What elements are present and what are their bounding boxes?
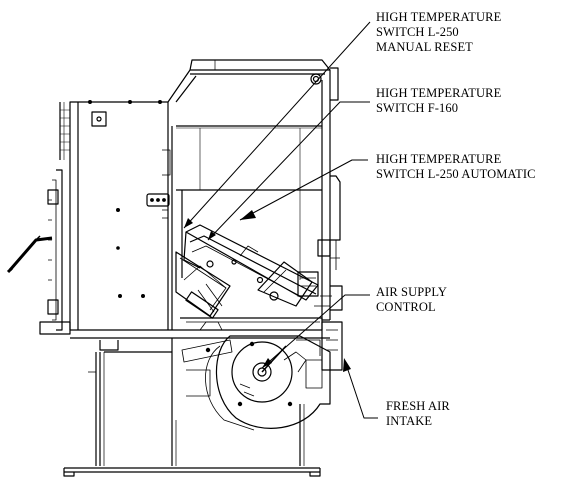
callout-line: SWITCH L-250 AUTOMATIC <box>376 167 536 181</box>
callout-line: SWITCH F-160 <box>376 101 459 115</box>
burn-pot-assembly <box>175 175 343 319</box>
combustion-blower <box>70 317 343 431</box>
callout-line: HIGH TEMPERATURE <box>376 10 502 24</box>
callout-leaders <box>183 21 378 419</box>
callout-hts-l250-manual-reset: HIGH TEMPERATURE SWITCH L-250 MANUAL RES… <box>376 10 501 55</box>
callout-air-supply-control: AIR SUPPLY CONTROL <box>376 285 447 315</box>
callout-line: FRESH AIR <box>386 399 450 413</box>
callout-fresh-air-intake: FRESH AIR INTAKE <box>386 399 450 429</box>
callout-line: CONTROL <box>376 300 436 314</box>
stove-base <box>63 351 321 477</box>
callout-line: SWITCH L-250 <box>376 25 459 39</box>
callout-line: INTAKE <box>386 414 433 428</box>
door-handle <box>6 169 71 335</box>
callout-line: AIR SUPPLY <box>376 285 447 299</box>
callout-line: MANUAL RESET <box>376 40 473 54</box>
stove-body <box>59 59 339 331</box>
callout-line: HIGH TEMPERATURE <box>376 152 502 166</box>
callout-hts-l250-automatic: HIGH TEMPERATURE SWITCH L-250 AUTOMATIC <box>376 152 536 182</box>
callout-line: HIGH TEMPERATURE <box>376 86 502 100</box>
callout-hts-f160: HIGH TEMPERATURE SWITCH F-160 <box>376 86 501 116</box>
